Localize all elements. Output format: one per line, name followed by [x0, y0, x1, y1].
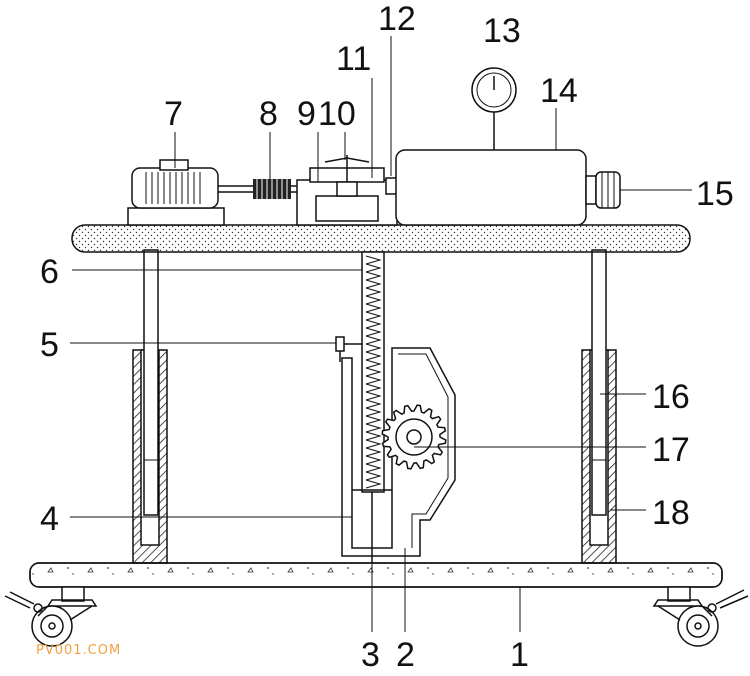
label-11: 11: [336, 40, 371, 78]
label-8: 8: [259, 95, 278, 133]
motor-7: [127, 159, 225, 226]
label-9: 9: [297, 95, 316, 133]
leg-right: [581, 249, 617, 564]
label-12: 12: [378, 0, 416, 38]
label-1: 1: [510, 636, 529, 674]
nozzle-15: [585, 171, 621, 209]
shaft-8: [218, 179, 320, 199]
label-17: 17: [652, 431, 690, 469]
label-2: 2: [396, 636, 415, 674]
clamp-9-10-11-12: [296, 155, 399, 226]
label-3: 3: [361, 636, 380, 674]
leader-lines: [70, 36, 692, 632]
pressure-gauge-13: [471, 67, 517, 150]
label-18: 18: [652, 494, 690, 532]
label-15: 15: [696, 175, 734, 213]
table-top: [71, 224, 691, 253]
caster-left: [4, 586, 98, 647]
label-16: 16: [652, 378, 690, 416]
pin-5: [335, 336, 362, 362]
label-4: 4: [40, 500, 59, 538]
watermark: PV001.COM: [36, 643, 121, 658]
base-plate: [29, 562, 723, 588]
label-10: 10: [318, 95, 356, 133]
gear-17: [381, 404, 447, 470]
label-7: 7: [164, 95, 183, 133]
rack-bar: [361, 251, 385, 493]
part-labels: 7 8 9 10 11 12 13 14 15 16 17 18 6 5 4 3…: [40, 0, 734, 674]
caster-right: [652, 586, 749, 647]
label-14: 14: [540, 72, 578, 110]
label-5: 5: [40, 326, 59, 364]
tank-14: [395, 149, 587, 226]
label-13: 13: [483, 12, 521, 50]
leg-left: [132, 249, 168, 564]
label-6: 6: [40, 253, 59, 291]
